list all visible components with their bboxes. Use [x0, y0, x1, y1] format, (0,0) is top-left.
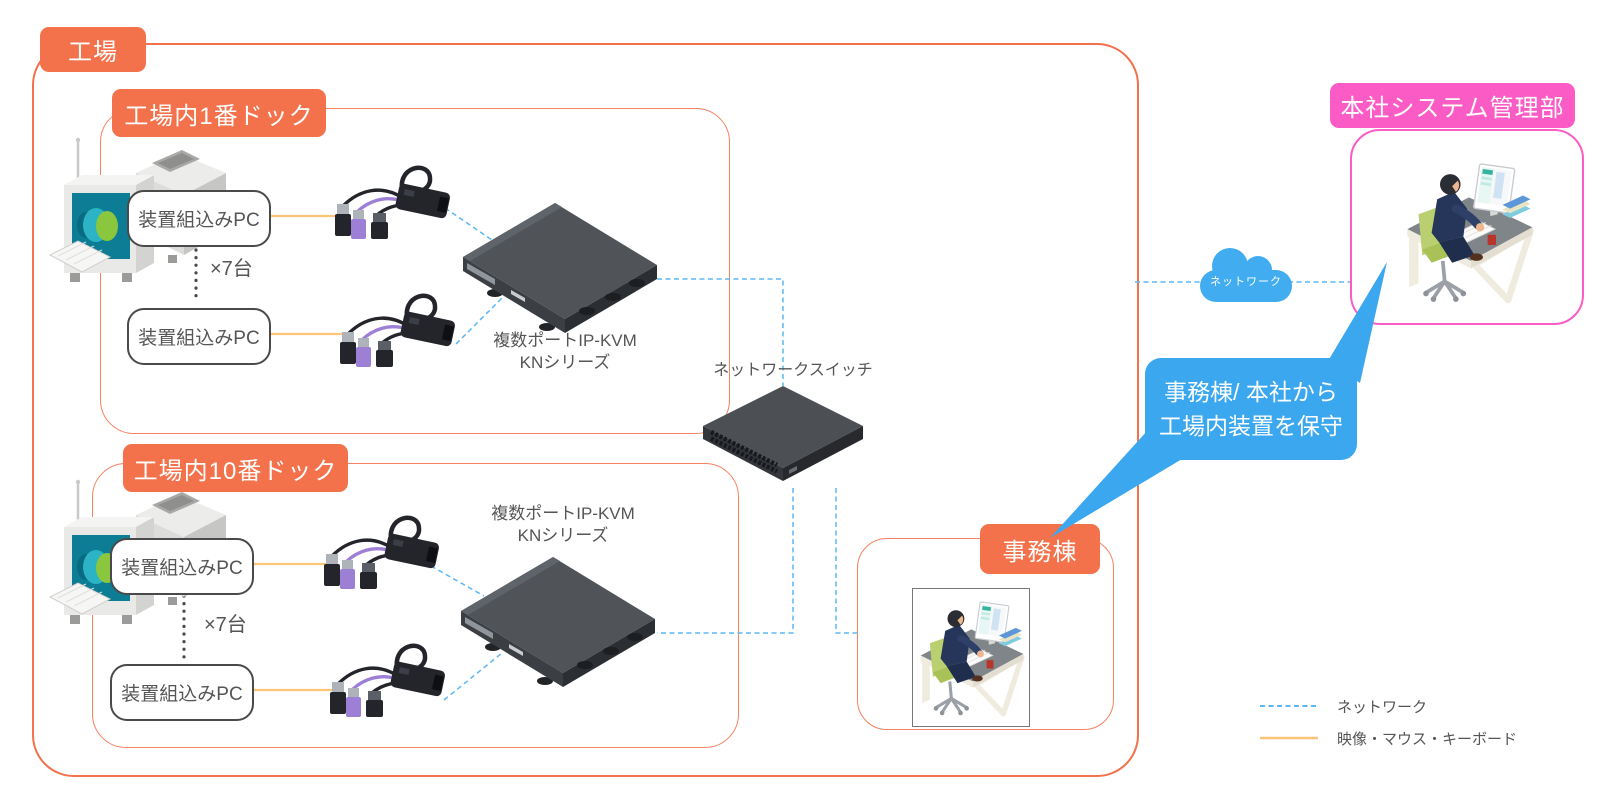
- callout-line1: 事務棟/ 本社から: [1164, 378, 1338, 405]
- factory-region: [32, 43, 1139, 777]
- kvm1-label: 複数ポートIP-KVM KNシリーズ: [460, 330, 670, 374]
- pc-box-dock1-bottom: 装置組込みPC: [127, 308, 271, 365]
- network-line-adapter1-kvm1: [444, 207, 493, 241]
- dock1-label: 工場内1番ドック: [112, 89, 326, 137]
- dock1-multiplier: ×7台: [210, 258, 253, 280]
- dock2-label: 工場内10番ドック: [123, 444, 348, 492]
- dock2-multiplier: ×7台: [204, 614, 247, 636]
- office-operator-photo: [912, 588, 1030, 727]
- network-line-adapter2-kvm1: [455, 291, 509, 345]
- network-line-kvm1-switch: [657, 278, 784, 386]
- callout-bubble: 事務棟/ 本社から 工場内装置を保守: [1145, 358, 1357, 460]
- network-line-adapter4-kvm2: [443, 652, 503, 701]
- headquarters-label: 本社システム管理部: [1330, 83, 1575, 128]
- kvm2-label-line1: 複数ポートIP-KVM: [491, 504, 635, 523]
- pc-box-dock2-bottom: 装置組込みPC: [110, 664, 254, 721]
- network-line-switch-office: [835, 488, 858, 634]
- callout-tail-hq: [1328, 262, 1387, 383]
- legend-cable-label: 映像・マウス・キーボード: [1337, 731, 1518, 748]
- kvm1-label-line2: KNシリーズ: [519, 353, 611, 373]
- pc-box-dock2-top: 装置組込みPC: [110, 538, 254, 595]
- headquarters-region: [1350, 129, 1584, 325]
- network-line-switch-kvm2: [657, 488, 794, 634]
- switch-label: ネットワークスイッチ: [713, 362, 873, 379]
- kvm2-label: 複数ポートIP-KVM KNシリーズ: [458, 503, 668, 547]
- legend-network-line-sample: [1260, 705, 1318, 707]
- pc-box-dock1-top: 装置組込みPC: [127, 190, 271, 247]
- legend-network-label: ネットワーク: [1337, 699, 1428, 716]
- legend-cable-line-sample: [1260, 736, 1318, 740]
- callout-line2: 工場内装置を保守: [1159, 413, 1343, 439]
- callout-tail-office: [1050, 430, 1182, 538]
- cloud-label: ネットワーク: [1210, 276, 1282, 288]
- network-line-adapter3-kvm2: [430, 565, 485, 597]
- kvm1-label-line1: 複数ポートIP-KVM: [493, 331, 637, 350]
- kvm2-label-line2: KNシリーズ: [517, 526, 609, 546]
- office-label: 事務棟: [980, 524, 1100, 574]
- factory-label: 工場: [40, 27, 146, 72]
